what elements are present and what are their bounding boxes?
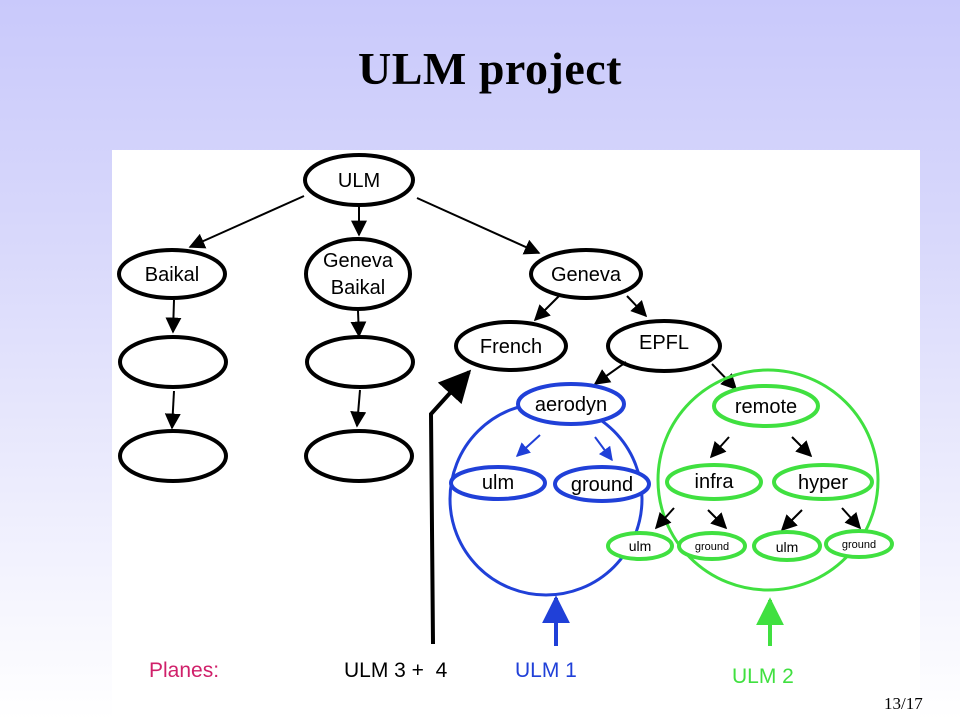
ulm2-group-circle [656,368,880,592]
label-infra: infra [695,471,735,493]
node-hyper-ulm [752,530,822,562]
edge-baikal-child1-to-child2 [164,390,181,430]
label-hyper: hyper [798,472,848,494]
node-ulm-root [303,153,415,207]
node-geneva [529,248,643,300]
node-remote [712,384,820,428]
node-infra [665,463,763,501]
edge-infra-to-ulm [654,507,675,530]
page-number: 13/17 [884,694,923,713]
edge-geneva-baikal-child1-to-child2 [350,389,367,428]
edge-epfl-to-aerodyn [593,361,627,385]
arrow-ulm34-to-french [428,369,472,645]
label-hyper-ulm: ulm [776,539,799,555]
node-baikal-child1 [118,335,228,389]
label-geneva-baikal-line1: Geneva [323,250,394,272]
edge-epfl-to-remote [711,363,738,391]
planes-ulm34: ULM 3 + 4 [344,659,448,682]
blue-subtree-ulm1 [448,382,651,646]
label-infra-ulm: ulm [629,538,652,554]
label-ulm-root: ULM [338,170,380,192]
edge-ulm-to-baikal [188,195,305,249]
planes-label: Planes: [149,659,219,682]
node-geneva-baikal-child2 [304,429,414,483]
node-geneva-baikal [304,237,412,311]
black-tree [117,153,738,645]
node-hyper-ground [824,529,894,559]
label-hyper-ground: ground [842,539,876,551]
planes-ulm2: ULM 2 [732,665,794,688]
node-epfl [606,319,722,373]
edge-hyper-to-ulm [780,509,803,532]
edge-remote-to-hyper [791,436,813,458]
slide-title: ULM project [358,43,622,94]
green-subtree-ulm2 [606,368,894,646]
label-baikal: Baikal [145,264,199,286]
node-aerodyn-ulm [449,465,547,501]
edge-hyper-to-ground [841,507,862,530]
edge-infra-to-ground [707,509,728,530]
label-geneva-baikal-line2: Baikal [331,277,385,299]
edge-ulm-to-geneva [416,197,541,255]
label-aerodyn: aerodyn [535,394,607,416]
node-baikal [117,248,227,300]
edge-geneva-baikal-to-child1 [350,310,367,338]
node-infra-ground [677,531,747,561]
label-geneva: Geneva [551,264,622,286]
label-french: French [480,336,542,358]
edge-aerodyn-to-ground [594,436,613,462]
node-aerodyn-ground [553,465,651,503]
node-hyper [772,463,874,501]
edge-remote-to-infra [709,436,730,459]
edge-aerodyn-to-ulm [515,434,541,457]
label-infra-ground: ground [695,541,729,553]
edge-baikal-to-child1 [165,299,182,334]
label-aerodyn-ground: ground [571,474,633,496]
node-aerodyn [516,382,626,426]
planes-ulm1: ULM 1 [515,659,577,682]
label-remote: remote [735,396,797,418]
node-infra-ulm [606,531,674,561]
label-aerodyn-ulm: ulm [482,472,514,494]
ulm-tree-diagram: ULM Baikal Geneva Baikal Geneva French E… [117,153,894,688]
edge-geneva-to-epfl [626,295,648,318]
edge-geneva-to-french [533,295,560,322]
label-epfl: EPFL [639,332,689,354]
diagram-panel: ULM Baikal Geneva Baikal Geneva French E… [112,150,920,720]
node-baikal-child2 [118,429,228,483]
node-french [454,320,568,372]
node-geneva-baikal-child1 [305,335,415,389]
